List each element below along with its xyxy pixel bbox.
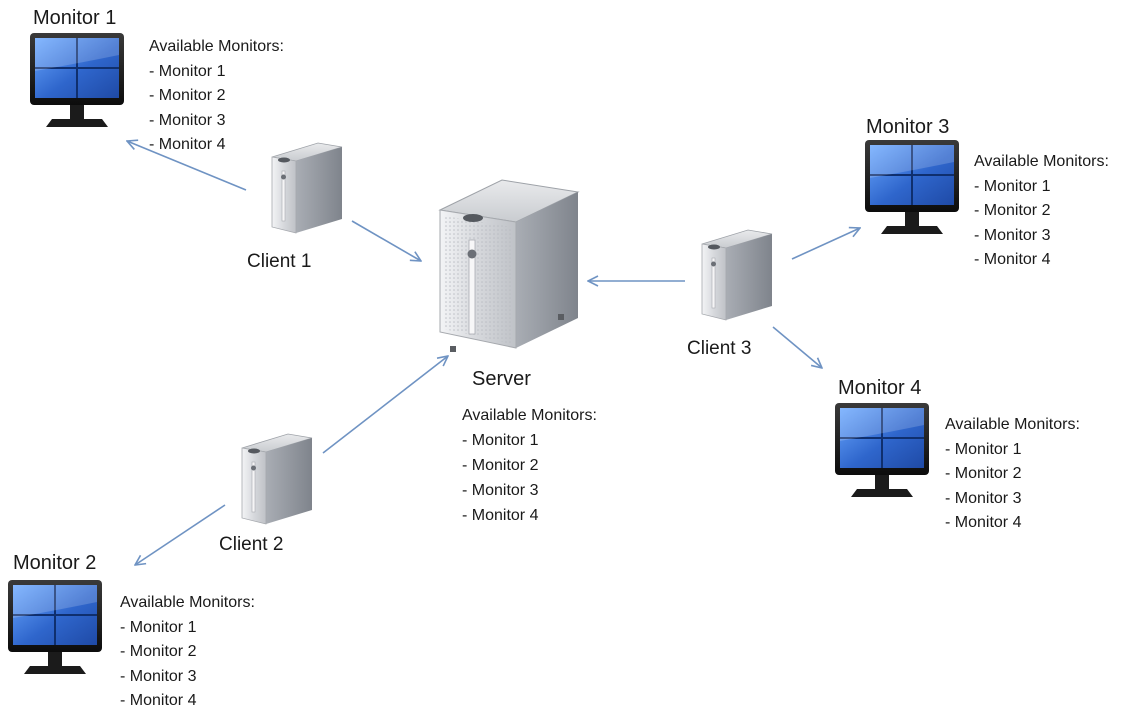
list-item: Monitor 4 [945,511,1080,536]
list-item: Monitor 3 [974,224,1109,249]
monitor3-available-list: Available Monitors: Monitor 1 Monitor 2 … [974,150,1109,273]
edge-client3-monitor3 [791,228,860,260]
server-tower-icon [438,179,580,352]
monitor-icon [8,580,102,674]
list-item: Monitor 1 [974,175,1109,200]
list-item: Monitor 2 [974,199,1109,224]
monitor-icon [30,33,124,127]
server-available-list: Available Monitors: Monitor 1 Monitor 2 … [462,403,597,528]
available-monitors-heading: Available Monitors: [462,407,597,424]
list-item: Monitor 2 [120,640,255,665]
list-item: Monitor 1 [120,616,255,641]
monitor3-label: Monitor 3 [866,116,950,138]
list-item: Monitor 1 [149,60,284,85]
list-item: Monitor 2 [149,84,284,109]
list-item: Monitor 4 [974,248,1109,273]
edge-client2-monitor2 [135,504,226,565]
monitor1-label: Monitor 1 [33,7,117,29]
list-item: Monitor 4 [149,133,284,158]
monitor2-available-list: Available Monitors: Monitor 1 Monitor 2 … [120,591,255,714]
server-label: Server [472,368,531,390]
list-item: Monitor 1 [945,438,1080,463]
client3-label: Client 3 [687,338,752,359]
available-monitors-heading: Available Monitors: [149,38,284,55]
available-monitors-heading: Available Monitors: [120,594,255,611]
edge-client1-server [351,220,421,261]
monitor2-label: Monitor 2 [13,552,97,574]
monitor-icon [865,140,959,234]
list-item: Monitor 3 [120,665,255,690]
list-item: Monitor 3 [945,487,1080,512]
list-item: Monitor 2 [462,453,597,478]
monitor1-available-list: Available Monitors: Monitor 1 Monitor 2 … [149,35,284,158]
monitor-icon [835,403,929,497]
list-item: Monitor 3 [462,478,597,503]
client2-label: Client 2 [219,534,284,555]
list-item: Monitor 4 [120,689,255,714]
list-item: Monitor 3 [149,109,284,134]
list-item: Monitor 2 [945,462,1080,487]
edge-client2-server [322,356,448,454]
client-tower-icon [271,142,343,234]
edges [127,141,860,565]
list-item: Monitor 4 [462,503,597,528]
client-tower-icon [701,229,773,321]
list-item: Monitor 1 [462,428,597,453]
available-monitors-heading: Available Monitors: [945,416,1080,433]
edge-client1-monitor1 [127,141,247,191]
monitor4-available-list: Available Monitors: Monitor 1 Monitor 2 … [945,413,1080,536]
available-monitors-heading: Available Monitors: [974,153,1109,170]
client1-label: Client 1 [247,251,312,272]
monitor4-label: Monitor 4 [838,377,922,399]
client-tower-icon [241,433,313,525]
edge-client3-monitor4 [772,326,822,368]
